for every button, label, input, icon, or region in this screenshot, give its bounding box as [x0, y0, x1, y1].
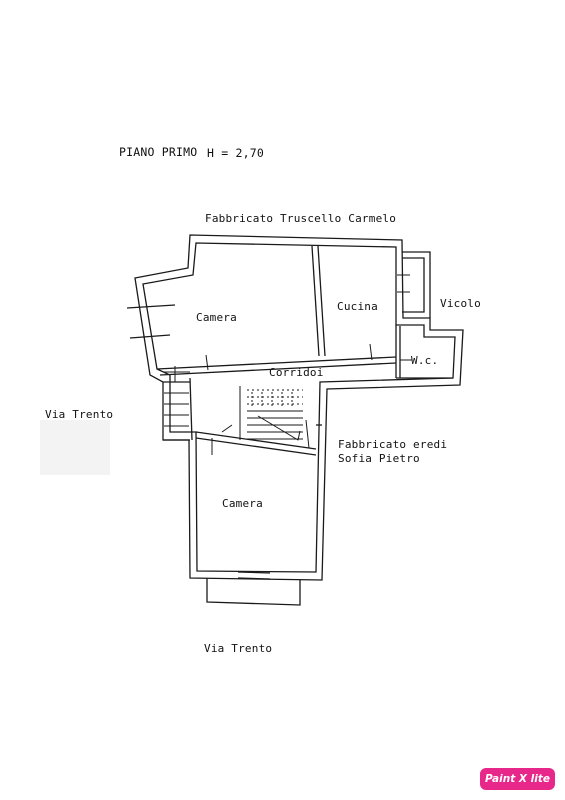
height-label: H = 2,70: [207, 146, 264, 160]
wall-corridor-camera: [195, 431, 317, 450]
wall-wc: [395, 325, 453, 379]
label-vicolo: Vicolo: [440, 297, 481, 310]
wall-corridor-west: [189, 377, 193, 441]
wall-camera-corridor-2: [159, 362, 397, 376]
wall-corridor-camera-2: [195, 437, 317, 456]
label-east-building-1: Fabbricato eredi: [338, 438, 448, 451]
door-marks: [205, 274, 412, 455]
wall-camera-corridor: [156, 356, 397, 370]
wall-cucina-west: [317, 245, 326, 357]
label-west-street: Via Trento: [45, 408, 114, 421]
internal-stair: [221, 386, 303, 441]
wall-cucina-west-2: [311, 245, 320, 357]
outer-wall-inner: [142, 242, 456, 573]
outer-wall-outer: [134, 234, 464, 581]
room-camera-north: Camera: [196, 311, 237, 324]
label-north-neighbor: Fabbricato Truscello Carmelo: [205, 212, 397, 225]
page-title: PIANO PRIMO: [119, 145, 198, 159]
paint-x-lite-badge: Paint X lite: [480, 768, 555, 790]
window-west: [126, 304, 176, 339]
room-corridoi: Corridoi: [269, 366, 324, 379]
balcony-south: [206, 578, 301, 606]
window-south: [237, 571, 271, 580]
room-wc: W.c.: [411, 354, 439, 367]
label-east-building-2: Sofia Pietro: [338, 452, 420, 465]
stair-landing-west: [163, 381, 190, 441]
room-cucina: Cucina: [337, 300, 378, 313]
balcony-ne: [402, 251, 431, 318]
scan-noise: [40, 420, 110, 475]
room-camera-south: Camera: [222, 497, 263, 510]
label-south-street: Via Trento: [204, 642, 273, 655]
west-stair: [163, 366, 190, 427]
